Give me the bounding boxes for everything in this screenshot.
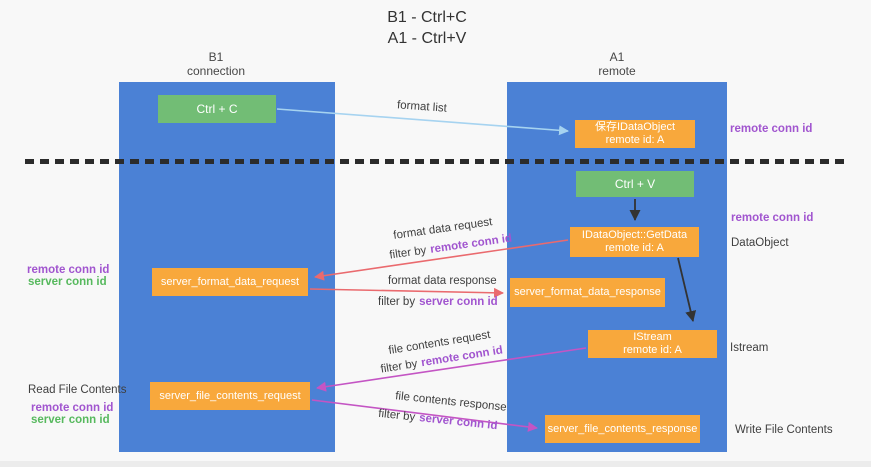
annotation-server-conn-id-left-bottom: server conn id xyxy=(31,414,110,426)
node-server-file-contents-response: server_file_contents_response xyxy=(545,415,700,443)
node-istream-line1: IStream xyxy=(633,331,672,343)
node-ctrl-v: Ctrl + V xyxy=(576,171,694,197)
node-istream-line2: remote id: A xyxy=(623,344,682,356)
node-ctrl-c: Ctrl + C xyxy=(158,95,276,123)
lane-header-a1: A1 remote xyxy=(507,50,727,78)
file-contents-response-arrow xyxy=(311,399,538,432)
node-istream: IStream remote id: A xyxy=(588,330,717,358)
lane-b1-role: connection xyxy=(186,64,246,78)
annotation-remote-conn-id-mid-right: remote conn id xyxy=(731,212,814,224)
format-list-arrow xyxy=(276,108,569,136)
getdata-to-istream-arrow xyxy=(677,257,697,322)
file-contents-request-arrow xyxy=(316,347,587,392)
annotation-remote-conn-id-left-bottom: remote conn id xyxy=(31,402,114,414)
annotation-write-file-contents: Write File Contents xyxy=(735,424,833,436)
node-format-response-label: server_format_data_response xyxy=(514,286,661,298)
node-file-response-label: server_file_contents_response xyxy=(547,422,698,435)
node-save-dataobject-line2: remote id: A xyxy=(605,134,665,146)
node-save-dataobject-line1: 保存IDataObject xyxy=(594,121,676,133)
annotation-istream: Istream xyxy=(730,342,769,354)
annotation-read-file-contents: Read File Contents xyxy=(28,384,127,396)
node-ctrl-v-label: Ctrl + V xyxy=(614,177,656,191)
lane-a1-role: remote xyxy=(598,64,636,78)
filter-server-conn-id: server conn id xyxy=(419,296,498,308)
node-idataobject-getdata: IDataObject::GetData remote id: A xyxy=(570,227,699,257)
annotation-dataobject: DataObject xyxy=(731,237,789,249)
node-getdata-line1: IDataObject::GetData xyxy=(581,229,688,241)
node-server-format-data-response: server_format_data_response xyxy=(510,278,665,307)
filter-by-text: filter by xyxy=(378,296,416,308)
annotation-remote-conn-id-left-top: remote conn id xyxy=(27,264,110,276)
lane-a1-name: A1 xyxy=(609,50,625,64)
annotation-server-conn-id-left-top: server conn id xyxy=(28,276,107,288)
node-ctrl-c-label: Ctrl + C xyxy=(196,102,238,116)
title-line-a1: A1 - Ctrl+V xyxy=(387,30,467,47)
lane-b1-name: B1 xyxy=(208,50,224,64)
node-server-file-contents-request: server_file_contents_request xyxy=(150,382,310,410)
node-save-dataobject: 保存IDataObject remote id: A xyxy=(575,120,695,148)
edge-label-format-data-response: format data response xyxy=(388,275,497,287)
window-bottom-edge xyxy=(0,461,871,467)
node-format-request-label: server_format_data_request xyxy=(160,275,300,288)
annotation-remote-conn-id-top-right: remote conn id xyxy=(730,123,813,135)
node-getdata-line2: remote id: A xyxy=(605,242,664,254)
node-file-request-label: server_file_contents_request xyxy=(159,389,301,402)
format-data-request-arrow xyxy=(314,239,569,281)
format-data-response-arrow xyxy=(309,287,504,298)
node-server-format-data-request: server_format_data_request xyxy=(152,268,308,296)
lane-header-b1: B1 connection xyxy=(108,50,324,78)
diagram-title: B1 - Ctrl+C A1 - Ctrl+V xyxy=(0,7,854,49)
session-divider-dashed-line xyxy=(25,159,847,164)
title-line-b1: B1 - Ctrl+C xyxy=(387,9,467,26)
